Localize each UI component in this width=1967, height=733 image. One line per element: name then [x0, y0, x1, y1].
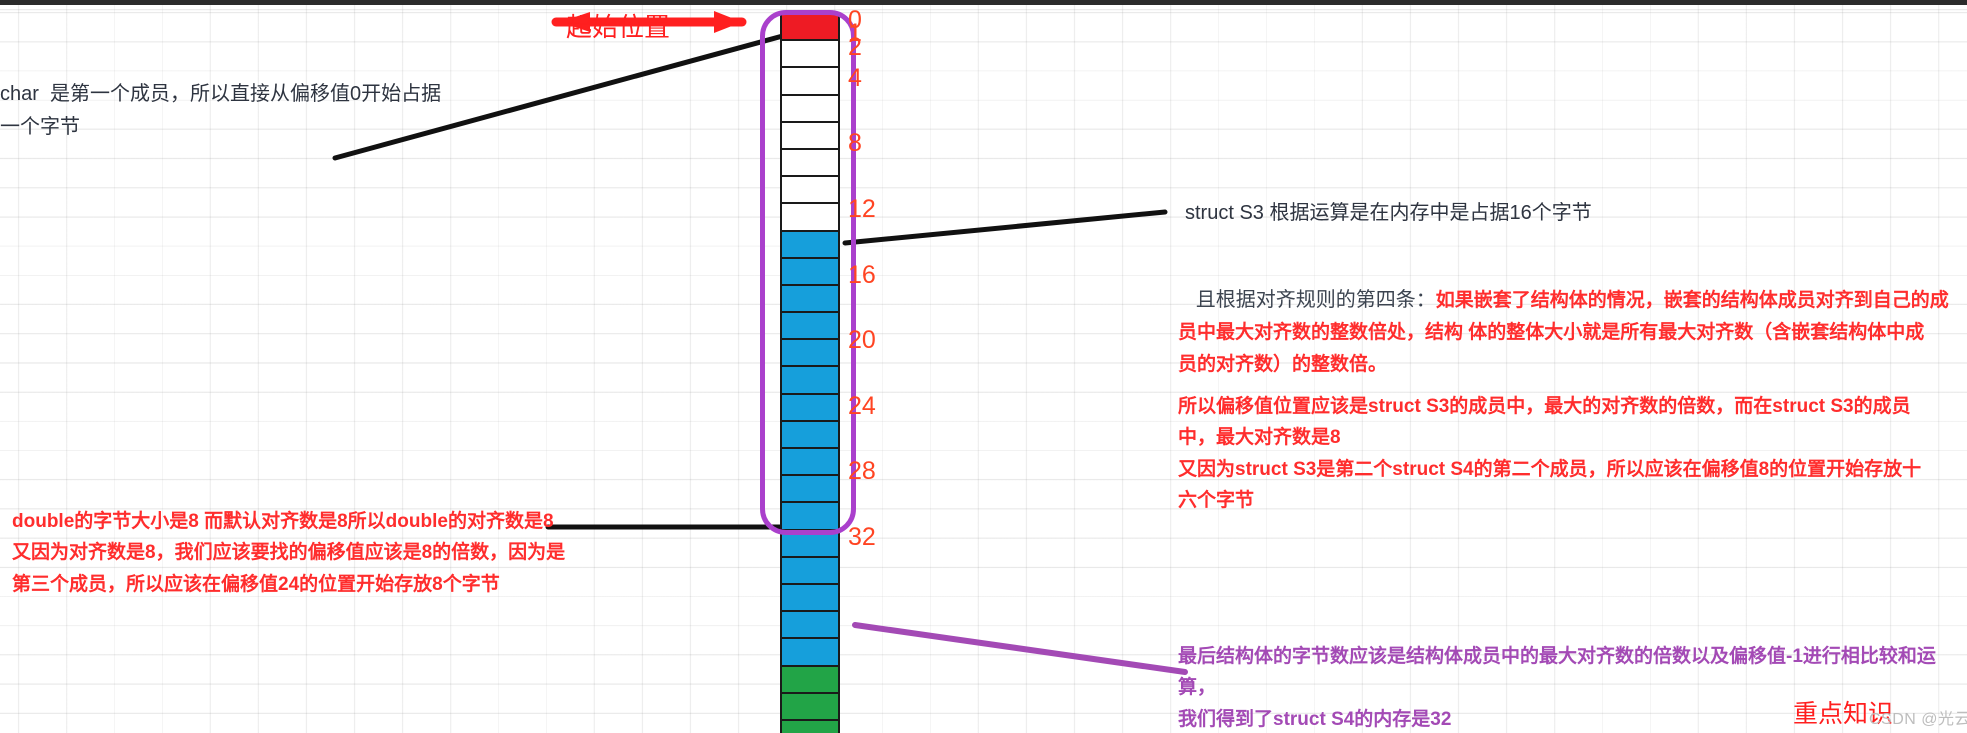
memory-byte-column	[780, 12, 840, 733]
offset-tick-4: 4	[848, 63, 862, 92]
offset-tick-16: 16	[848, 260, 876, 289]
alignment-rule-body: 如果嵌套了结构体的情况，嵌套的结构体成员对齐到自己的成 员中最大对齐数的整数倍处…	[1178, 290, 1949, 375]
padding-byte	[780, 93, 840, 123]
top-divider-bar	[0, 0, 1967, 5]
struct-s3-byte	[780, 338, 840, 368]
key-point-label: 重点知识	[1793, 700, 1894, 728]
struct-s3-byte	[780, 610, 840, 640]
double-member-note: double的字节大小是8 而默认对齐数是8所以double的对齐数是8 又因为…	[12, 511, 566, 595]
padding-byte	[780, 147, 840, 178]
alignment-rule-note: 且根据对齐规则的第四条：如果嵌套了结构体的情况，嵌套的结构体成员对齐到自己的成 …	[1178, 258, 1967, 406]
struct-s3-byte	[780, 582, 840, 613]
struct-s3-byte	[780, 229, 840, 259]
s3-leader-line	[842, 209, 1168, 246]
final-size-note: 最后结构体的字节数应该是结构体成员中的最大对齐数的倍数以及偏移值-1进行相比较和…	[1178, 646, 1936, 730]
struct-s3-byte	[780, 365, 840, 395]
struct-s3-note: struct S3 根据运算是在内存中是占据16个字节	[1185, 202, 1592, 224]
struct-s3-byte	[780, 283, 840, 314]
double-member-byte	[780, 691, 840, 721]
struct-s3-byte	[780, 528, 840, 558]
struct-s3-byte	[780, 474, 840, 504]
struct-s3-byte	[780, 311, 840, 341]
padding-byte	[780, 120, 840, 150]
struct-s3-byte	[780, 637, 840, 667]
offset-tick-8: 8	[848, 129, 862, 158]
offset-tick-1: 1	[848, 19, 862, 48]
offset-reasoning-note: 所以偏移值位置应该是struct S3的成员中，最大的对齐数的倍数，而在stru…	[1178, 396, 1922, 512]
struct-s3-byte	[780, 256, 840, 286]
char-member-byte	[780, 12, 840, 42]
struct-s3-byte	[780, 501, 840, 531]
padding-byte	[780, 66, 840, 96]
offset-tick-0: 0	[848, 5, 862, 34]
struct-s3-byte	[780, 555, 840, 585]
offset-tick-24: 24	[848, 391, 876, 420]
offset-tick-12: 12	[848, 195, 876, 224]
offset-tick-28: 28	[848, 457, 876, 486]
offset-tick-20: 20	[848, 326, 876, 355]
offset-tick-2: 2	[848, 33, 862, 62]
alignment-rule-lead: 且根据对齐规则的第四条：	[1195, 289, 1436, 312]
offset-tick-32: 32	[848, 522, 876, 551]
struct-s3-byte	[780, 392, 840, 422]
padding-byte	[780, 39, 840, 69]
padding-byte	[780, 202, 840, 232]
char-member-note: char 是第一个成员，所以直接从偏移值0开始占据 一个字节	[0, 83, 442, 138]
csdn-watermark: CSDN @光云セ	[1869, 711, 1967, 728]
double-member-byte	[780, 718, 840, 733]
struct-s3-byte	[780, 447, 840, 477]
struct-s3-byte	[780, 419, 840, 449]
final-leader-line	[852, 622, 1188, 675]
padding-byte	[780, 175, 840, 205]
double-member-byte	[780, 664, 840, 694]
start-position-label: 起始位置	[566, 12, 671, 42]
